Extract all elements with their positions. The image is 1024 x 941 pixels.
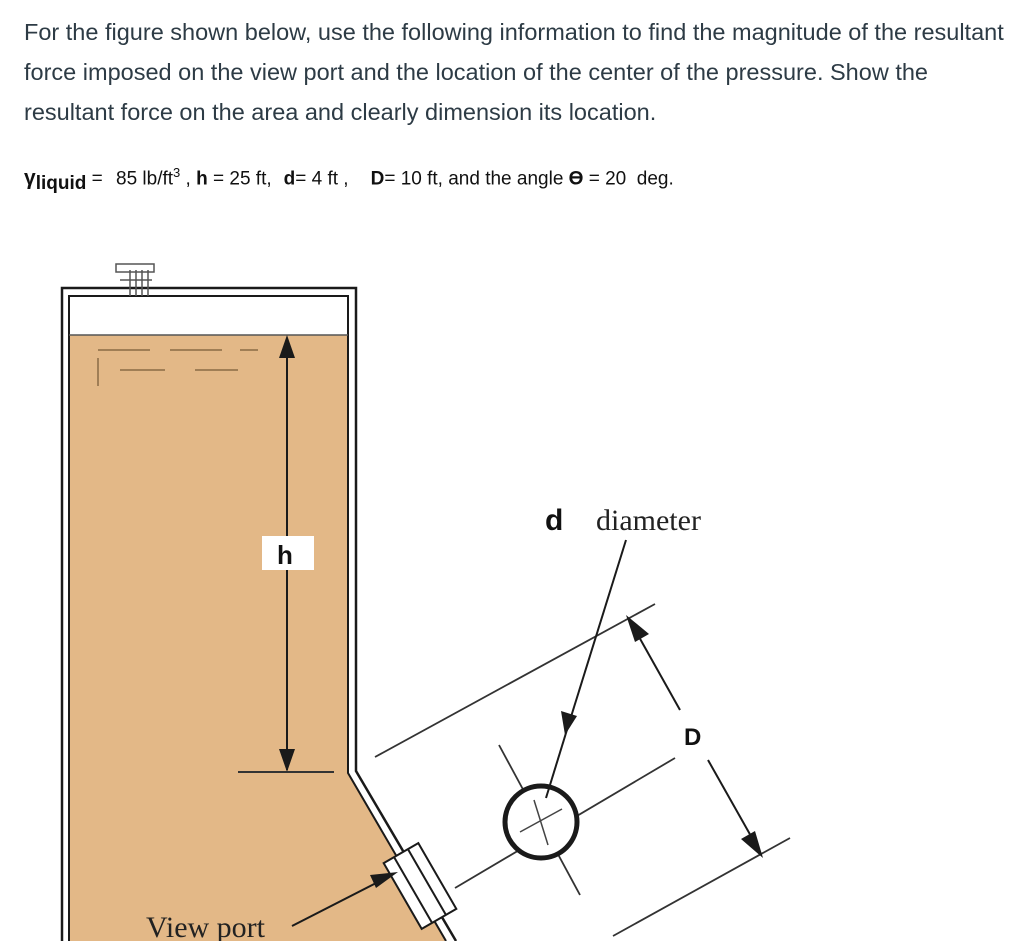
circle-crosshair-b — [533, 799, 549, 846]
gamma-symbol: γ — [24, 166, 36, 190]
vent-pipe — [115, 263, 155, 296]
tank-wall-inner — [68, 295, 447, 941]
view-port-pointer — [291, 879, 383, 927]
d-leader-line-lower — [545, 719, 571, 799]
gamma-equals: = — [86, 168, 108, 190]
d-leader-line — [569, 539, 627, 721]
view-port-fitting — [382, 841, 458, 931]
h-arrow-bottom — [279, 749, 295, 772]
D-dimension-upper — [633, 627, 681, 711]
D-dimension-lower — [707, 759, 757, 846]
tank-wall-outer — [60, 286, 458, 941]
h-symbol: h — [196, 168, 208, 190]
D-arrow-bottom — [741, 831, 763, 858]
given-values: γliquid = 85 lb/ft3 , h = 25 ft, d= 4 ft … — [24, 158, 1014, 194]
liquid-fill — [69, 335, 446, 941]
gamma-value: 85 lb/ft — [116, 168, 174, 190]
view-port-label-box — [140, 906, 290, 941]
view-port-label: View port — [146, 911, 266, 941]
gamma-exponent: 3 — [173, 165, 181, 180]
problem-statement: For the figure shown below, use the foll… — [24, 19, 1004, 125]
d-symbol: d — [283, 168, 296, 190]
h-label: h — [277, 540, 293, 570]
h-value: = 25 ft, — [207, 168, 272, 190]
surface-marks — [97, 349, 258, 386]
h-arrow-top — [279, 335, 295, 358]
theta-value: = 20 deg. — [583, 168, 674, 190]
d-label: d — [545, 504, 563, 537]
gamma-subscript: liquid — [35, 173, 87, 195]
separator: , — [180, 168, 197, 190]
view-port-arrow — [370, 872, 398, 888]
D-symbol: D — [370, 168, 385, 190]
d-diameter-label: diameter — [596, 504, 701, 537]
h-label-box — [262, 536, 314, 570]
d-value: = 4 ft , — [295, 168, 349, 190]
D-arrow-top — [626, 615, 649, 642]
D-value: = 10 ft, and the angle — [384, 168, 569, 190]
D-label: D — [684, 724, 701, 751]
theta-symbol: ϴ — [568, 168, 584, 190]
